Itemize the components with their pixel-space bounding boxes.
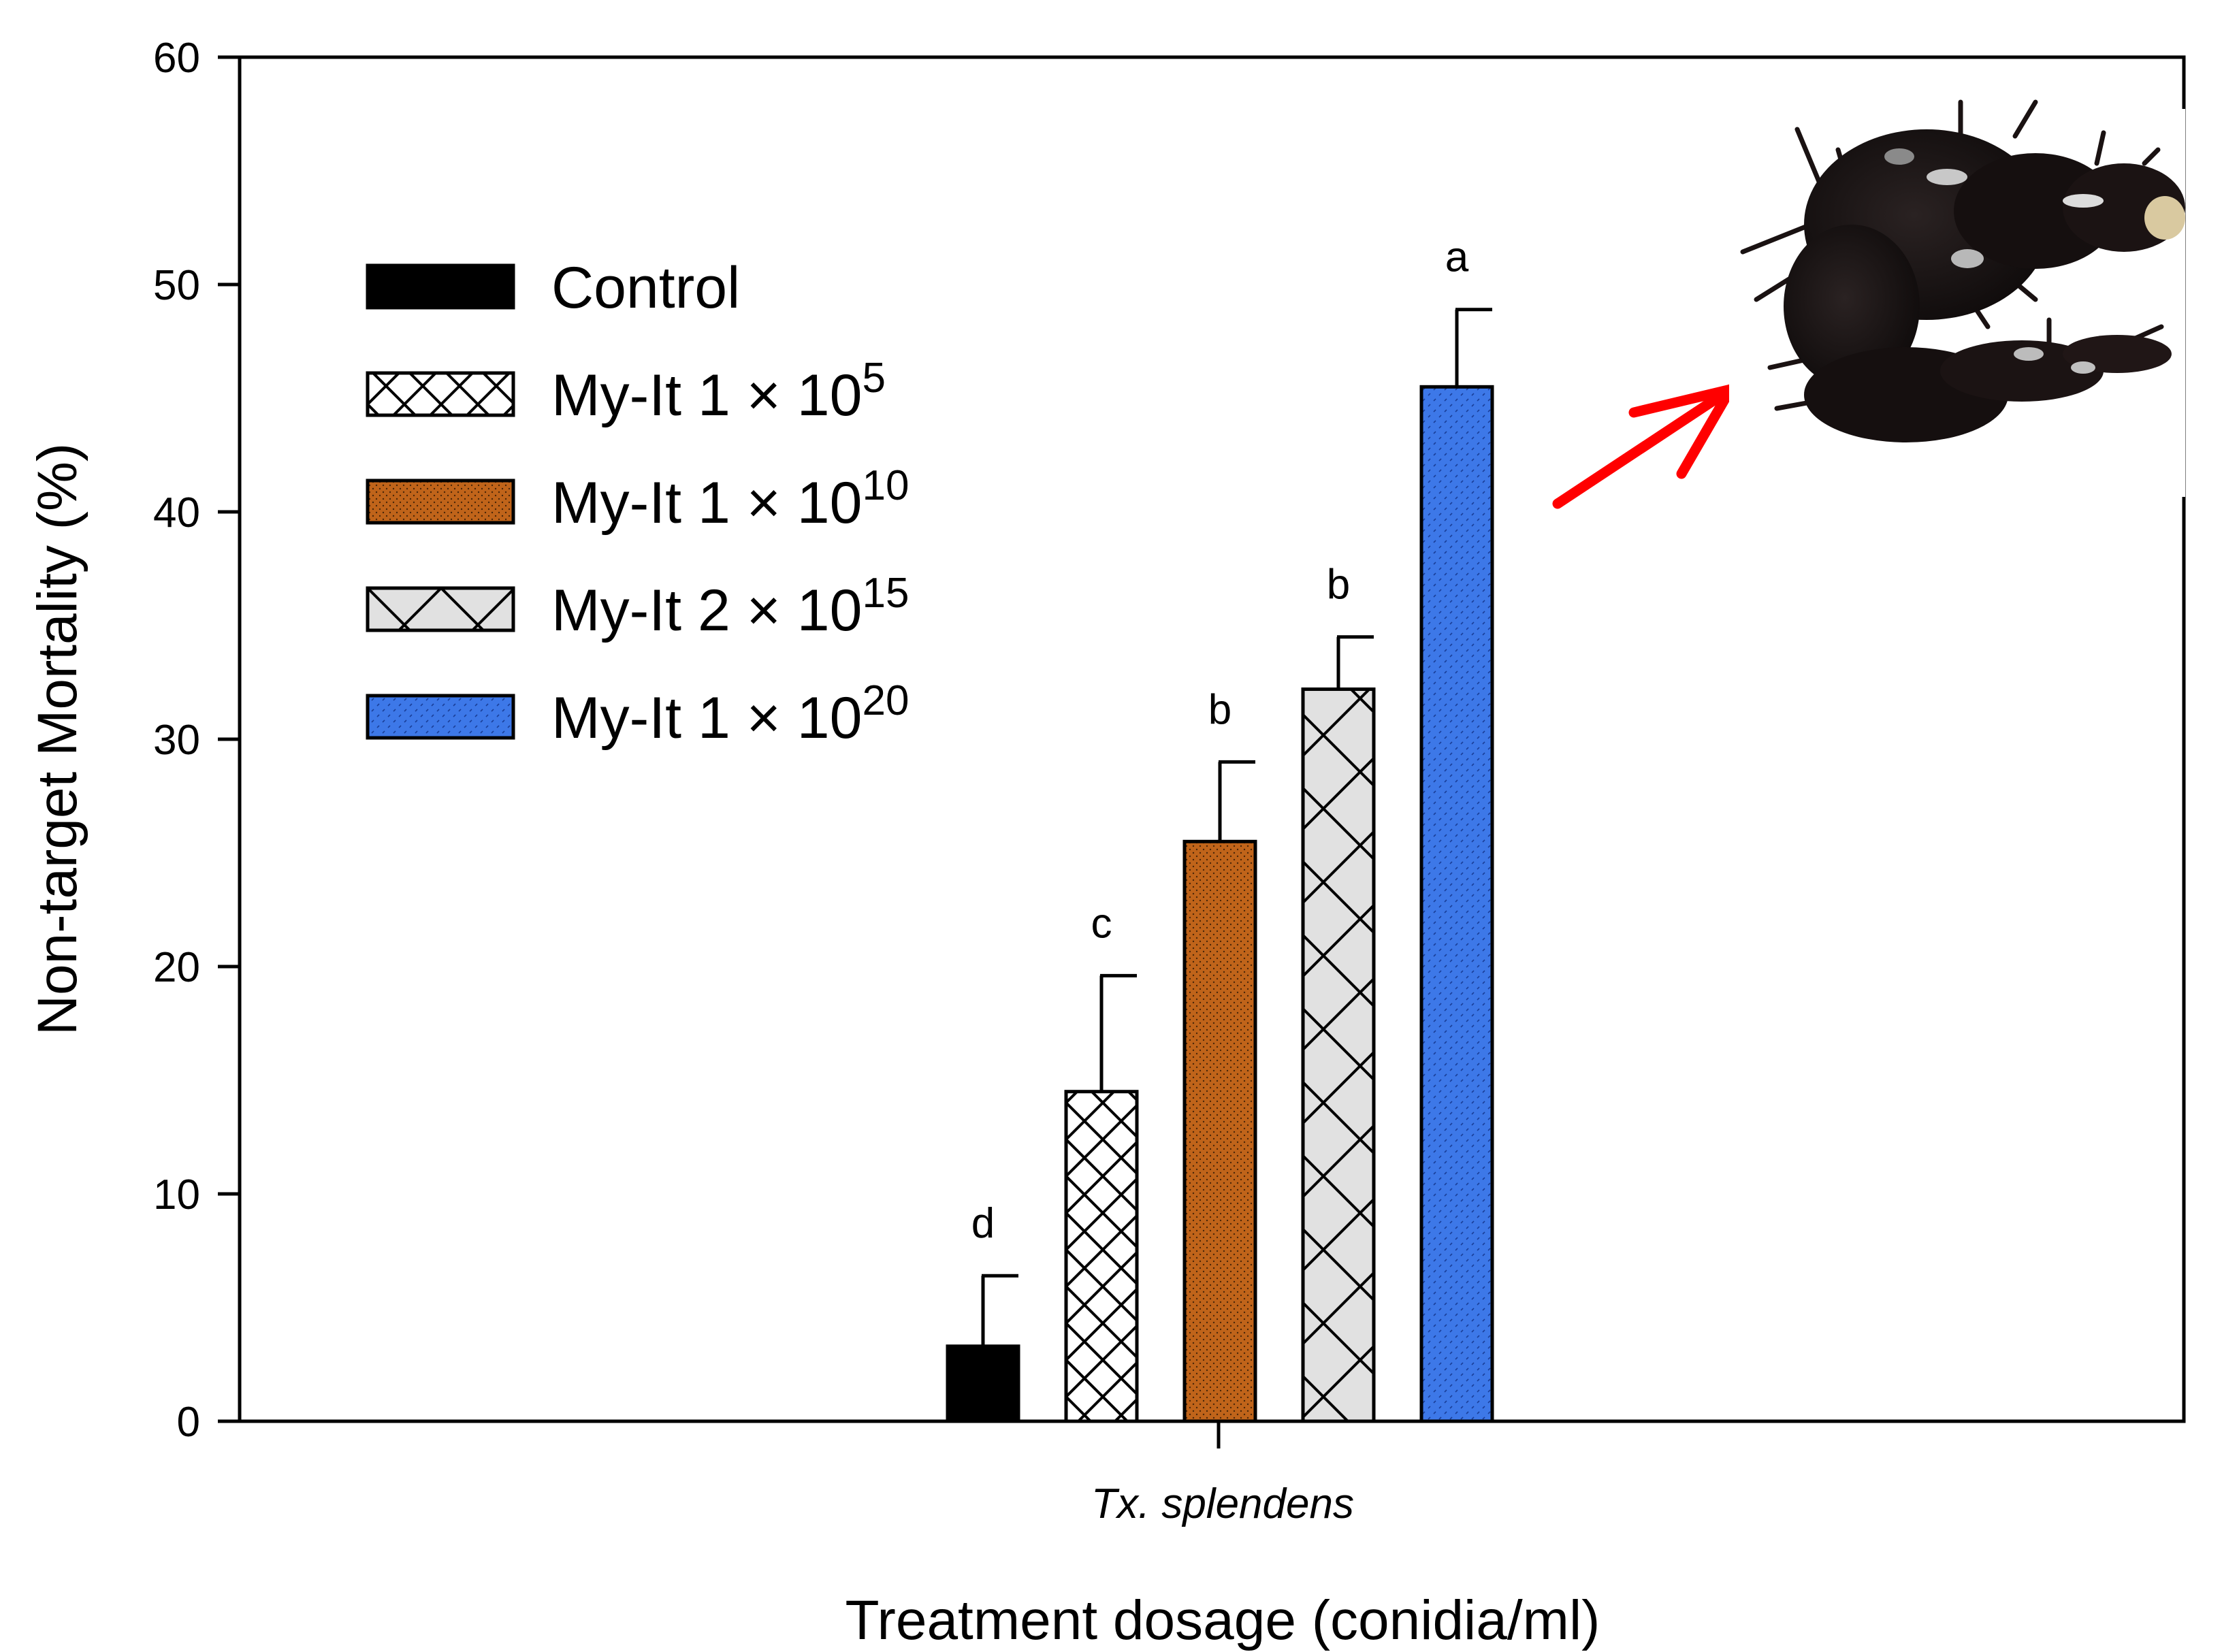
bar-0: d: [946, 1200, 1020, 1423]
y-tick-label: 30: [153, 717, 200, 764]
significance-letter: d: [971, 1200, 995, 1247]
arrow-annotation: [1552, 384, 1736, 509]
legend-swatch-outline: [366, 586, 515, 632]
category-label: Tx. splendens: [1091, 1480, 1354, 1527]
significance-letter: b: [1327, 562, 1350, 609]
legend-entry-2: My-It 1 × 1010: [366, 462, 909, 536]
legend-swatch-outline: [366, 479, 515, 525]
legend-exponent: 15: [862, 570, 909, 617]
y-tick-label: 10: [153, 1171, 200, 1218]
significance-letter: c: [1091, 900, 1112, 947]
significance-letter: b: [1208, 686, 1231, 733]
legend-entry-4: My-It 1 × 1020: [366, 677, 909, 751]
bar-fill: [948, 1346, 1018, 1421]
bar-hatch: [1303, 689, 1374, 1421]
bar-group: d c b b a: [946, 234, 1494, 1423]
y-tick-label: 20: [153, 944, 200, 991]
bar-fill: [1185, 841, 1255, 1421]
legend-swatch-outline: [366, 694, 515, 740]
bar-1: c: [1064, 900, 1139, 1423]
legend-label: My-It 1 × 105: [551, 355, 886, 428]
legend-swatch-outline: [366, 371, 515, 417]
bar-2: b: [1182, 686, 1257, 1423]
y-tick-label: 0: [177, 1399, 200, 1446]
legend-swatch: [368, 265, 513, 308]
legend-entry-3: My-It 2 × 1015: [366, 570, 909, 643]
y-tick-label: 50: [153, 262, 200, 309]
legend-entry-1: My-It 1 × 105: [366, 355, 886, 428]
significance-letter: a: [1445, 234, 1469, 281]
y-tick-label: 40: [153, 489, 200, 536]
legend-label: My-It 1 × 1020: [551, 677, 909, 751]
legend-swatch-hatch: [368, 373, 513, 415]
legend-exponent: 5: [862, 355, 885, 402]
legend-swatch: [368, 696, 513, 738]
legend-exponent: 10: [862, 462, 909, 509]
legend-label: Control: [551, 255, 740, 321]
bar-hatch: [1066, 1091, 1137, 1421]
legend-label: My-It 1 × 1010: [551, 462, 909, 536]
y-axis: 0 10 20 30 40 50 60: [153, 35, 240, 1446]
specimen-image: [1729, 99, 2185, 497]
legend-swatch: [368, 481, 513, 523]
legend-entry-0: Control: [366, 255, 740, 321]
legend-exponent: 20: [862, 677, 909, 724]
legend-label: My-It 2 × 1015: [551, 570, 909, 643]
bar-fill: [1421, 387, 1492, 1421]
legend-swatch-outline: [366, 263, 515, 310]
legend-swatch-hatch: [368, 588, 513, 630]
x-axis-title: Treatment dosage (conidia/ml): [845, 1589, 1600, 1651]
bar-3: b: [1301, 562, 1376, 1423]
bar-4: a: [1419, 234, 1494, 1423]
y-axis-title: Non-target Mortality (%): [27, 443, 88, 1035]
y-tick-label: 60: [153, 35, 200, 82]
